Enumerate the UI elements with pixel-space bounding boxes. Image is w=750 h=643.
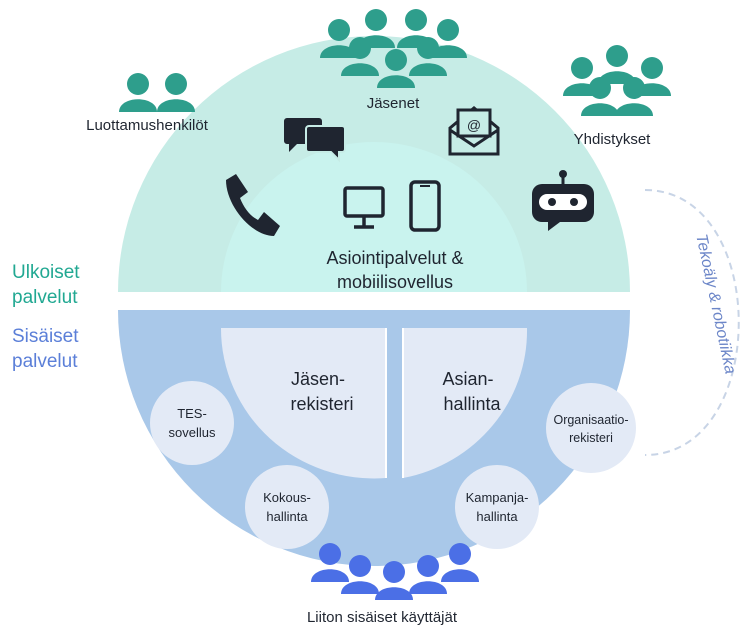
ai-bracket <box>644 189 740 456</box>
meeting-mgmt-circle <box>245 465 329 549</box>
member-register-block <box>220 328 386 479</box>
member-register-line1: Jäsen- <box>291 369 345 389</box>
meeting-line2: hallinta <box>266 509 308 524</box>
members-label: Jäsenet <box>367 95 420 112</box>
monitor-icon <box>343 186 385 229</box>
chat-icon <box>284 118 346 163</box>
external-label-line1: Ulkoiset <box>12 262 80 283</box>
case-management-block <box>403 328 528 478</box>
case-mgmt-line2: hallinta <box>443 394 501 414</box>
external-label-line2: palvelut <box>12 287 78 308</box>
org-line1: Organisaatio- <box>553 413 628 427</box>
campaign-line1: Kampanja- <box>466 490 529 505</box>
campaign-mgmt-circle <box>455 465 539 549</box>
case-mgmt-line1: Asian- <box>442 369 493 389</box>
portal-label-line1: Asiointipalvelut & <box>326 248 463 268</box>
tes-line1: TES- <box>177 406 207 421</box>
member-register-line2: rekisteri <box>290 394 353 414</box>
associations-label: Yhdistykset <box>574 131 652 148</box>
meeting-line1: Kokous- <box>263 490 311 505</box>
email-icon: @ <box>448 106 500 156</box>
tes-app-circle <box>150 381 234 465</box>
internal-label-line1: Sisäiset <box>12 326 79 347</box>
tes-line2: sovellus <box>169 425 216 440</box>
trustees-label: Luottamushenkilöt <box>86 117 209 134</box>
portal-label-line2: mobiilisovellus <box>337 272 453 292</box>
smartphone-icon <box>409 180 441 232</box>
phone-icon <box>226 174 280 236</box>
trustees-people-icon <box>119 73 195 112</box>
chatbot-icon <box>532 170 594 231</box>
associations-people-icon <box>563 45 671 116</box>
internal-label-line2: palvelut <box>12 351 78 372</box>
ai-label: Tekoäly & robotiikka <box>692 233 738 376</box>
campaign-line2: hallinta <box>476 509 518 524</box>
svg-text:@: @ <box>467 117 481 133</box>
internal-users-label: Liiton sisäiset käyttäjät <box>307 609 458 626</box>
org-line2: rekisteri <box>569 431 613 445</box>
org-register-circle <box>546 383 636 473</box>
